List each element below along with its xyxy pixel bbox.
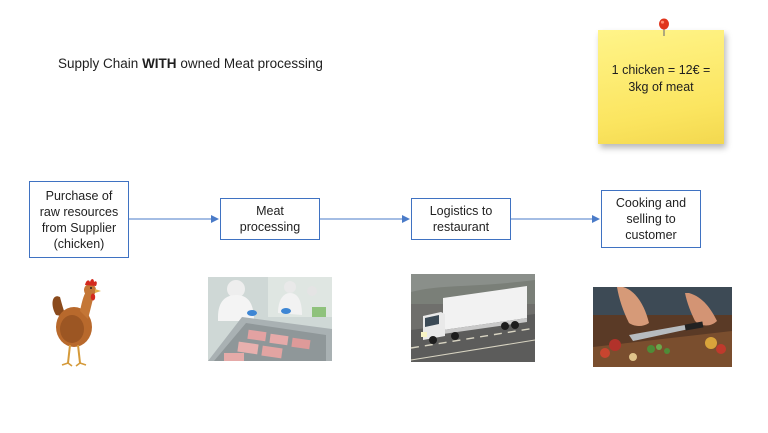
truck-photo <box>411 274 535 362</box>
title-bold-word: WITH <box>142 56 177 71</box>
step-logistics-box: Logistics to restaurant <box>411 198 511 240</box>
sticky-note-line-1: 1 chicken = 12€ = <box>611 63 711 77</box>
step-cooking-label: Cooking and selling to customer <box>615 196 687 242</box>
sticky-note: 1 chicken = 12€ = 3kg of meat <box>598 30 724 144</box>
step-purchase-box: Purchase of raw resources from Supplier … <box>29 181 129 258</box>
step-meat-processing-box: Meat processing <box>220 198 320 240</box>
step-logistics-label: Logistics to restaurant <box>429 204 493 234</box>
title-prefix: Supply Chain <box>58 56 143 71</box>
cooking-photo <box>593 287 732 367</box>
title-suffix: owned Meat processing <box>176 56 323 71</box>
step-purchase-label: Purchase of raw resources from Supplier … <box>39 188 119 251</box>
step-cooking-box: Cooking and selling to customer <box>601 190 701 248</box>
chicken-photo <box>48 275 108 370</box>
pushpin-icon <box>659 18 669 36</box>
sticky-note-text: 1 chicken = 12€ = 3kg of meat <box>598 62 724 96</box>
meat-factory-photo <box>208 277 332 361</box>
step-meat-processing-label: Meat processing <box>239 204 301 234</box>
sticky-note-line-2: 3kg of meat <box>628 80 694 94</box>
diagram-title: Supply Chain WITH owned Meat processing <box>58 56 323 71</box>
